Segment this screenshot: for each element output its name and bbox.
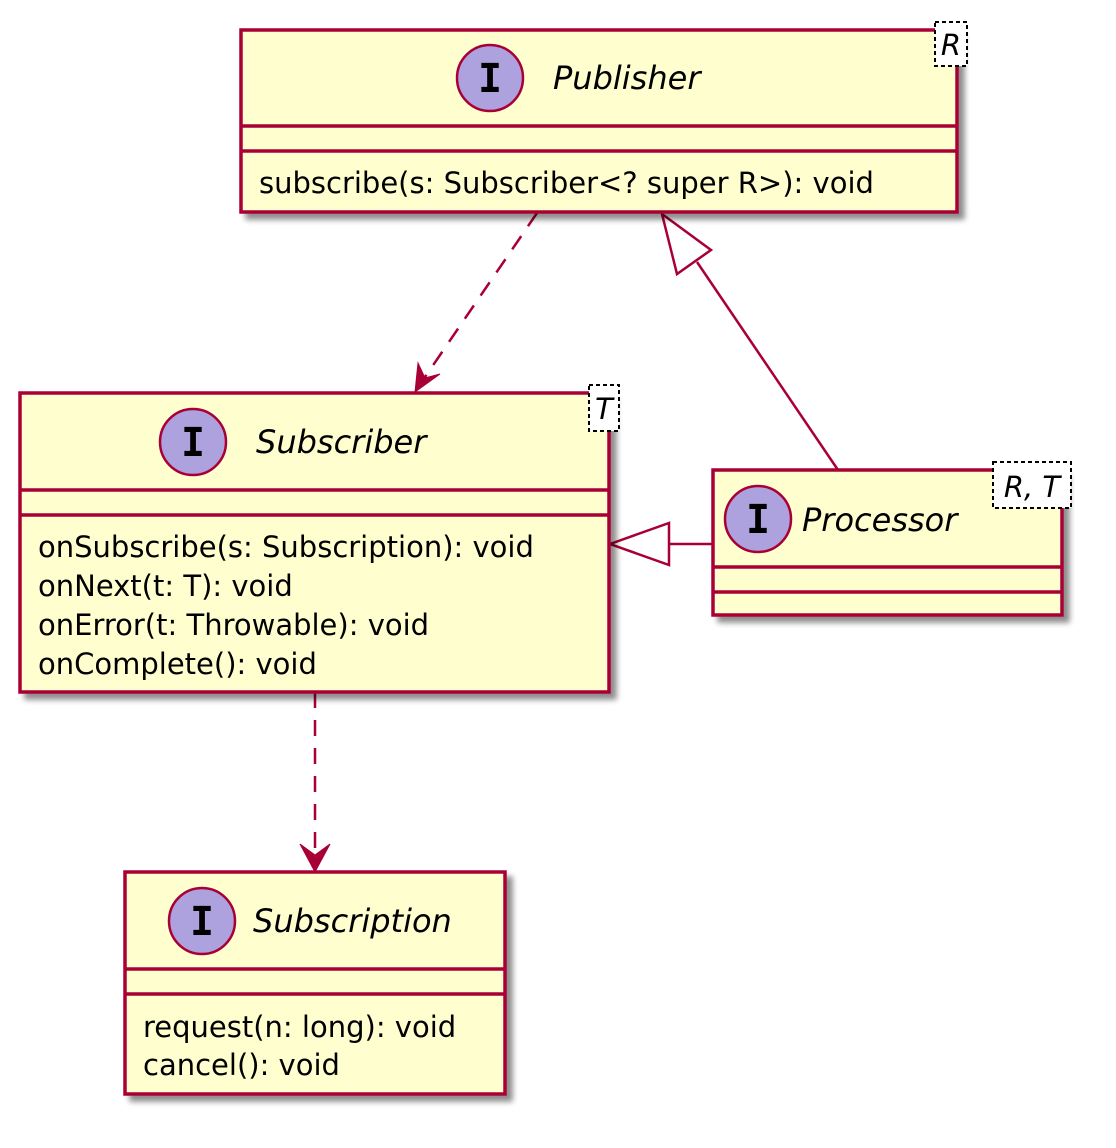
subscriber-interface[interactable]: I Subscriber T onSubscribe(s: Subscripti… — [18, 384, 620, 694]
interface-badge-icon — [723, 484, 793, 554]
subscription-name: Subscription — [253, 902, 452, 940]
subscription-method: cancel(): void — [143, 1048, 340, 1082]
type-parameter-box — [934, 21, 968, 67]
interface-badge-icon — [158, 407, 228, 477]
publisher-name: Publisher — [553, 59, 702, 97]
subscription-method: request(n: long): void — [143, 1010, 456, 1044]
type-parameter-box — [588, 384, 620, 432]
interface-badge-letter: I — [181, 420, 205, 466]
interface-badge-icon — [167, 886, 237, 956]
interface-badge-letter: I — [190, 899, 214, 945]
subscriber-method: onError(t: Throwable): void — [38, 608, 429, 642]
interface-badge-icon — [455, 43, 525, 113]
subscriber-method: onSubscribe(s: Subscription): void — [38, 530, 534, 564]
dependency-publisher-to-subscriber — [414, 212, 539, 394]
processor-type-param: R, T — [1004, 470, 1063, 504]
subscriber-name: Subscriber — [256, 423, 428, 461]
publisher-method: subscribe(s: Subscriber<? super R>): voi… — [259, 166, 874, 200]
publisher-type-param: R — [941, 28, 961, 62]
generalization-processor-to-publisher — [659, 210, 840, 471]
subscriber-type-param: T — [595, 392, 615, 426]
subscription-interface[interactable]: I Subscription request(n: long): void ca… — [123, 870, 507, 1096]
processor-name: Processor — [802, 501, 959, 539]
processor-interface[interactable]: I Processor R, T — [711, 461, 1072, 617]
interface-badge-letter: I — [478, 56, 502, 102]
dependency-subscriber-to-subscription — [299, 692, 331, 874]
subscriber-method: onNext(t: T): void — [38, 569, 293, 603]
subscriber-method: onComplete(): void — [38, 647, 317, 681]
interface-badge-letter: I — [746, 497, 770, 543]
type-parameter-box — [992, 461, 1072, 509]
generalization-processor-to-subscriber — [606, 521, 713, 567]
publisher-interface[interactable]: I Publisher R subscribe(s: Subscriber<? … — [239, 21, 968, 214]
